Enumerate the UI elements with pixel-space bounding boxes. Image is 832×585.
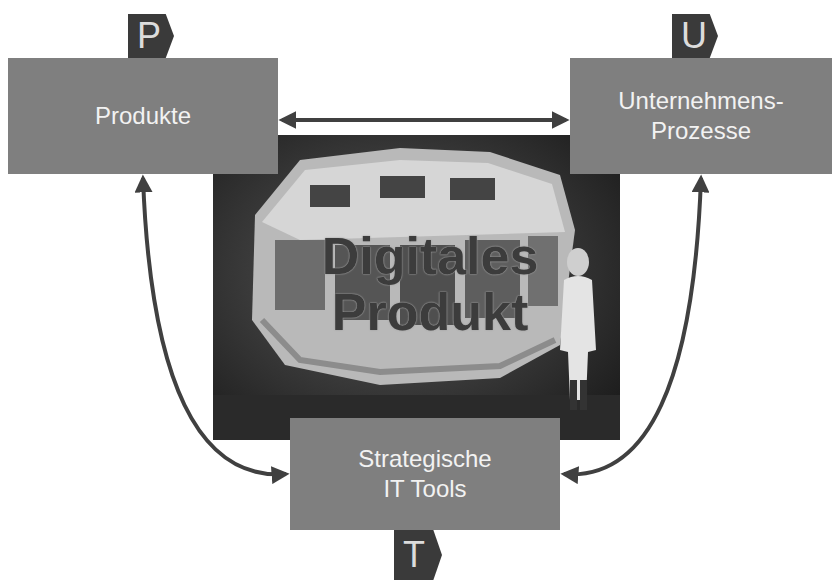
- tab-letter: P: [128, 14, 174, 58]
- tab-letter: T: [394, 530, 442, 580]
- tab-letter: U: [672, 14, 718, 58]
- double-arrow: [564, 178, 701, 474]
- process-box: TStrategische IT Tools: [290, 418, 560, 530]
- double-arrow: [143, 178, 286, 474]
- cave-installation: [252, 148, 575, 385]
- box-label: Unternehmens- Prozesse: [606, 86, 796, 146]
- double-arrow: [282, 118, 566, 122]
- watermark-label: Digitales Produkt: [290, 228, 570, 340]
- process-box: UUnternehmens- Prozesse: [570, 58, 832, 174]
- box-label: Produkte: [95, 101, 191, 131]
- photo-ground: [213, 135, 620, 440]
- box-label: Strategische IT Tools: [350, 444, 500, 504]
- standing-person: [560, 248, 596, 410]
- process-box: PProdukte: [8, 58, 278, 174]
